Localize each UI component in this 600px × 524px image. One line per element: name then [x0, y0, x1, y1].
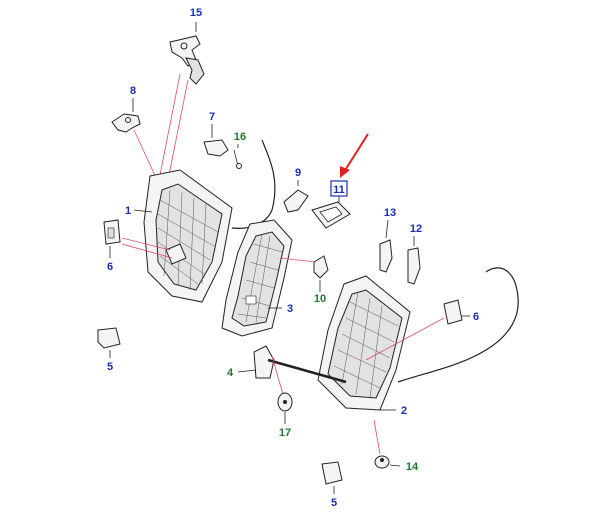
leader-10 [279, 257, 317, 263]
red-arrow-icon [340, 133, 369, 178]
leader-17 [271, 355, 285, 399]
callout-16: 16 [234, 131, 246, 143]
callout-17: 17 [279, 427, 291, 439]
part-15-hinge-bracket [169, 22, 205, 85]
callout-11: 11 [333, 184, 345, 196]
cable-right [397, 267, 519, 383]
part-13-bolt [379, 219, 393, 273]
part-7-clip [203, 124, 229, 157]
callout-5-upper: 5 [107, 361, 113, 373]
callout-6-right: 6 [473, 311, 479, 323]
callout-13: 13 [384, 207, 396, 219]
callout-7: 7 [209, 111, 215, 123]
callout-11-highlight-box [330, 180, 348, 197]
part-4-pivot-bracket [237, 345, 347, 384]
callout-9: 9 [295, 167, 301, 179]
part-1-seatback-frame-left [133, 169, 233, 303]
callout-10: 10 [314, 293, 326, 305]
leader-8 [133, 129, 159, 183]
leader-6-right [365, 317, 445, 361]
part-5-bracket-upper [97, 327, 121, 358]
part-14-cap [374, 455, 401, 469]
part-2-seatback-frame-right [317, 275, 411, 411]
cable-upper-left [231, 139, 276, 229]
part-11-trim-bezel [311, 196, 351, 229]
callout-8: 8 [130, 85, 136, 97]
callout-1: 1 [125, 205, 131, 217]
part-10-clip [313, 255, 329, 292]
leader-14 [373, 419, 381, 455]
callout-14: 14 [406, 461, 419, 473]
part-17-washer [277, 392, 293, 424]
part-5-bracket-lower [321, 461, 343, 494]
leader-15-a [167, 79, 189, 181]
callout-5-lower: 5 [331, 497, 337, 509]
leader-15-b [159, 73, 181, 176]
part-16-screw [233, 144, 242, 169]
leader-6-left-a [121, 237, 171, 251]
callout-15: 15 [190, 7, 202, 19]
callout-2: 2 [401, 405, 407, 417]
callout-3: 3 [287, 303, 293, 315]
part-3-seatback-frame-middle [221, 219, 293, 337]
part-6-latch-left [103, 219, 121, 258]
part-8-bracket [111, 98, 141, 133]
part-6-latch-right [443, 299, 470, 325]
part-9-cover [283, 180, 309, 213]
part-12-bolt [407, 236, 421, 285]
leader-6-left-b [121, 243, 173, 259]
callout-12: 12 [410, 223, 422, 235]
callout-6-left: 6 [107, 261, 113, 273]
callout-4: 4 [227, 367, 234, 379]
